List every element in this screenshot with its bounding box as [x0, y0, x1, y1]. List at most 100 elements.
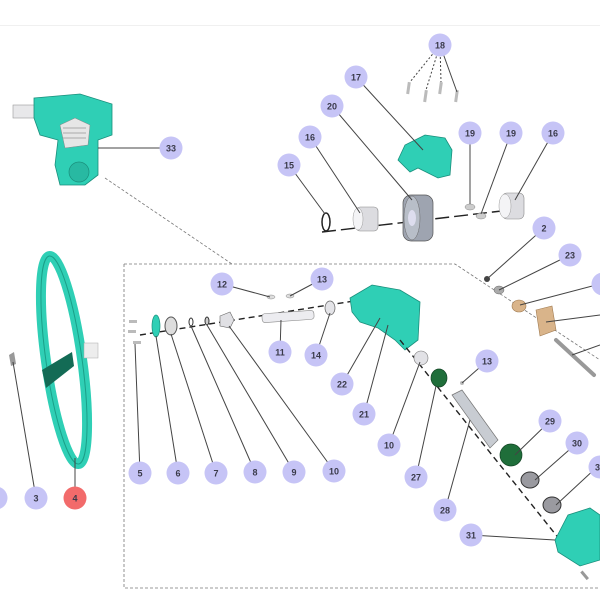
part-12-pin[interactable]	[266, 294, 276, 300]
part-27-seal[interactable]	[430, 368, 448, 388]
callout-11[interactable]: 11	[268, 340, 292, 364]
callout-16[interactable]: 16	[541, 121, 565, 145]
part-plate[interactable]	[535, 305, 557, 337]
callout-9[interactable]: 9	[282, 460, 306, 484]
callout-circle[interactable]	[204, 461, 228, 485]
callout-18[interactable]: 18	[428, 33, 452, 57]
callout-circle[interactable]	[475, 349, 499, 373]
part-17-cover[interactable]	[397, 134, 453, 179]
part-29-seal[interactable]	[499, 443, 523, 467]
callout-circle[interactable]	[128, 461, 152, 485]
callout-circle[interactable]	[428, 33, 452, 57]
part-11-shaft[interactable]	[261, 310, 315, 323]
callout-circle[interactable]	[159, 136, 183, 160]
callout-circle[interactable]	[459, 523, 483, 547]
part-19a-key[interactable]	[464, 203, 476, 211]
callout-circle[interactable]	[243, 460, 267, 484]
callout-22[interactable]: 22	[330, 372, 354, 396]
part-5-pins[interactable]	[128, 320, 141, 344]
part-6-cap[interactable]	[151, 314, 161, 338]
part-30-bearing[interactable]	[520, 471, 540, 489]
part-16b-bearing[interactable]	[498, 192, 525, 220]
callout-3[interactable]: 3	[24, 486, 48, 510]
callout-5[interactable]: 5	[128, 461, 152, 485]
callout-circle[interactable]	[268, 340, 292, 364]
part-15-oring[interactable]	[321, 212, 331, 232]
callout-circle[interactable]	[166, 461, 190, 485]
callout-circle[interactable]	[277, 153, 301, 177]
callout-circle[interactable]	[63, 486, 87, 510]
part-28-worm[interactable]	[451, 389, 499, 449]
callout-30[interactable]: 30	[565, 431, 589, 455]
part-20-gear[interactable]	[402, 194, 434, 242]
part-screw-bottom[interactable]	[580, 570, 589, 581]
callout-36[interactable]: 36	[588, 455, 600, 479]
callout-circle[interactable]	[591, 272, 600, 296]
part-16a-bearing[interactable]	[352, 206, 379, 232]
callout-circle[interactable]	[344, 65, 368, 89]
callout-circle[interactable]	[330, 372, 354, 396]
callout-circle[interactable]	[588, 455, 600, 479]
callout-circle[interactable]	[298, 125, 322, 149]
callout-20[interactable]: 20	[320, 94, 344, 118]
callout-19[interactable]: 19	[499, 121, 523, 145]
part-14-bearing[interactable]	[324, 300, 336, 316]
callout-circle[interactable]	[458, 121, 482, 145]
callout-29[interactable]: 29	[538, 409, 562, 433]
callout-circle[interactable]	[499, 121, 523, 145]
callout-circle[interactable]	[565, 431, 589, 455]
part-7-bearing[interactable]	[164, 316, 178, 336]
callout-10[interactable]: 10	[322, 459, 346, 483]
part-36-bearing[interactable]	[542, 496, 562, 514]
callout-circle[interactable]	[538, 409, 562, 433]
callout-circle[interactable]	[433, 498, 457, 522]
callout-28[interactable]: 28	[433, 498, 457, 522]
callout-circle[interactable]	[310, 267, 334, 291]
callout-19[interactable]: 19	[458, 121, 482, 145]
callout-23[interactable]: 23	[558, 243, 582, 267]
callout-partial[interactable]	[0, 487, 8, 510]
callout-8[interactable]: 8	[243, 460, 267, 484]
part-bolt[interactable]	[554, 338, 596, 377]
callout-circle[interactable]	[352, 402, 376, 426]
callout-circle[interactable]	[558, 243, 582, 267]
callout-circle[interactable]	[304, 343, 328, 367]
callout-2[interactable]: 2	[591, 272, 600, 296]
callout-circle[interactable]	[282, 460, 306, 484]
callout-circle[interactable]	[532, 216, 556, 240]
callout-31[interactable]: 31	[459, 523, 483, 547]
callout-21[interactable]: 21	[352, 402, 376, 426]
callout-circle[interactable]	[322, 459, 346, 483]
callout-12[interactable]: 12	[210, 272, 234, 296]
callout-circle[interactable]	[24, 486, 48, 510]
part-22-21-housing[interactable]	[349, 284, 421, 351]
callout-6[interactable]: 6	[166, 461, 190, 485]
callout-circle[interactable]	[320, 94, 344, 118]
part-4-handwheel[interactable]	[32, 250, 99, 470]
callout-2[interactable]: 2	[532, 216, 556, 240]
callout-circle[interactable]	[377, 433, 401, 457]
callout-10[interactable]: 10	[377, 433, 401, 457]
callout-13[interactable]: 13	[475, 349, 499, 373]
part-10-bushing[interactable]	[219, 311, 235, 329]
part-3-key[interactable]	[9, 352, 16, 366]
callout-14[interactable]: 14	[304, 343, 328, 367]
callout-27[interactable]: 27	[404, 465, 428, 489]
callout-13[interactable]: 13	[310, 267, 334, 291]
part-9-ring[interactable]	[204, 316, 210, 326]
part-10c-bushing[interactable]	[413, 350, 429, 366]
callout-7[interactable]: 7	[204, 461, 228, 485]
part-33-gearbox-assembly[interactable]	[12, 93, 113, 186]
callout-33[interactable]: 33	[159, 136, 183, 160]
part-18-screws[interactable]	[406, 81, 459, 103]
part-8-washer[interactable]	[188, 317, 194, 327]
callout-circle[interactable]	[541, 121, 565, 145]
callout-circle[interactable]	[404, 465, 428, 489]
callout-15[interactable]: 15	[277, 153, 301, 177]
callout-16[interactable]: 16	[298, 125, 322, 149]
callout-circle[interactable]	[210, 272, 234, 296]
part-31-end-cover[interactable]	[554, 507, 600, 567]
callout-circle[interactable]	[0, 487, 8, 510]
callout-17[interactable]: 17	[344, 65, 368, 89]
part-bushing[interactable]	[511, 299, 527, 313]
